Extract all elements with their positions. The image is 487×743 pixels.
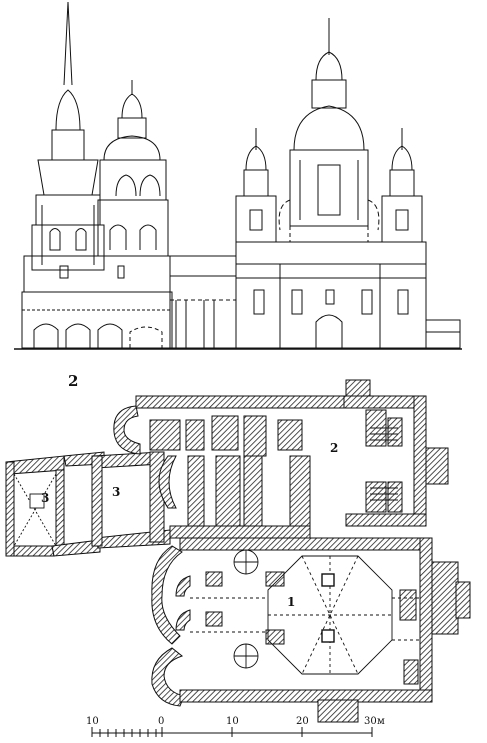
room-label-annex-right: 3 [112,485,120,499]
room-label-church: 1 [287,595,295,609]
scale-tick-0: 0 [158,716,164,727]
scale-tick-30: 30 [364,716,377,727]
floor-plan [5,379,471,723]
room-label-refectory: 2 [330,441,338,455]
scale-tick-10-left: 10 [86,716,99,727]
figure-label: 2 [68,372,78,390]
scale-tick-10: 10 [226,716,239,727]
room-label-annex-left: 3 [41,491,49,505]
facade-elevation [14,1,462,350]
scale-tick-20: 20 [296,716,309,727]
scale-bar [91,727,373,737]
plan-details [13,427,420,675]
scale-unit: м [377,716,385,727]
